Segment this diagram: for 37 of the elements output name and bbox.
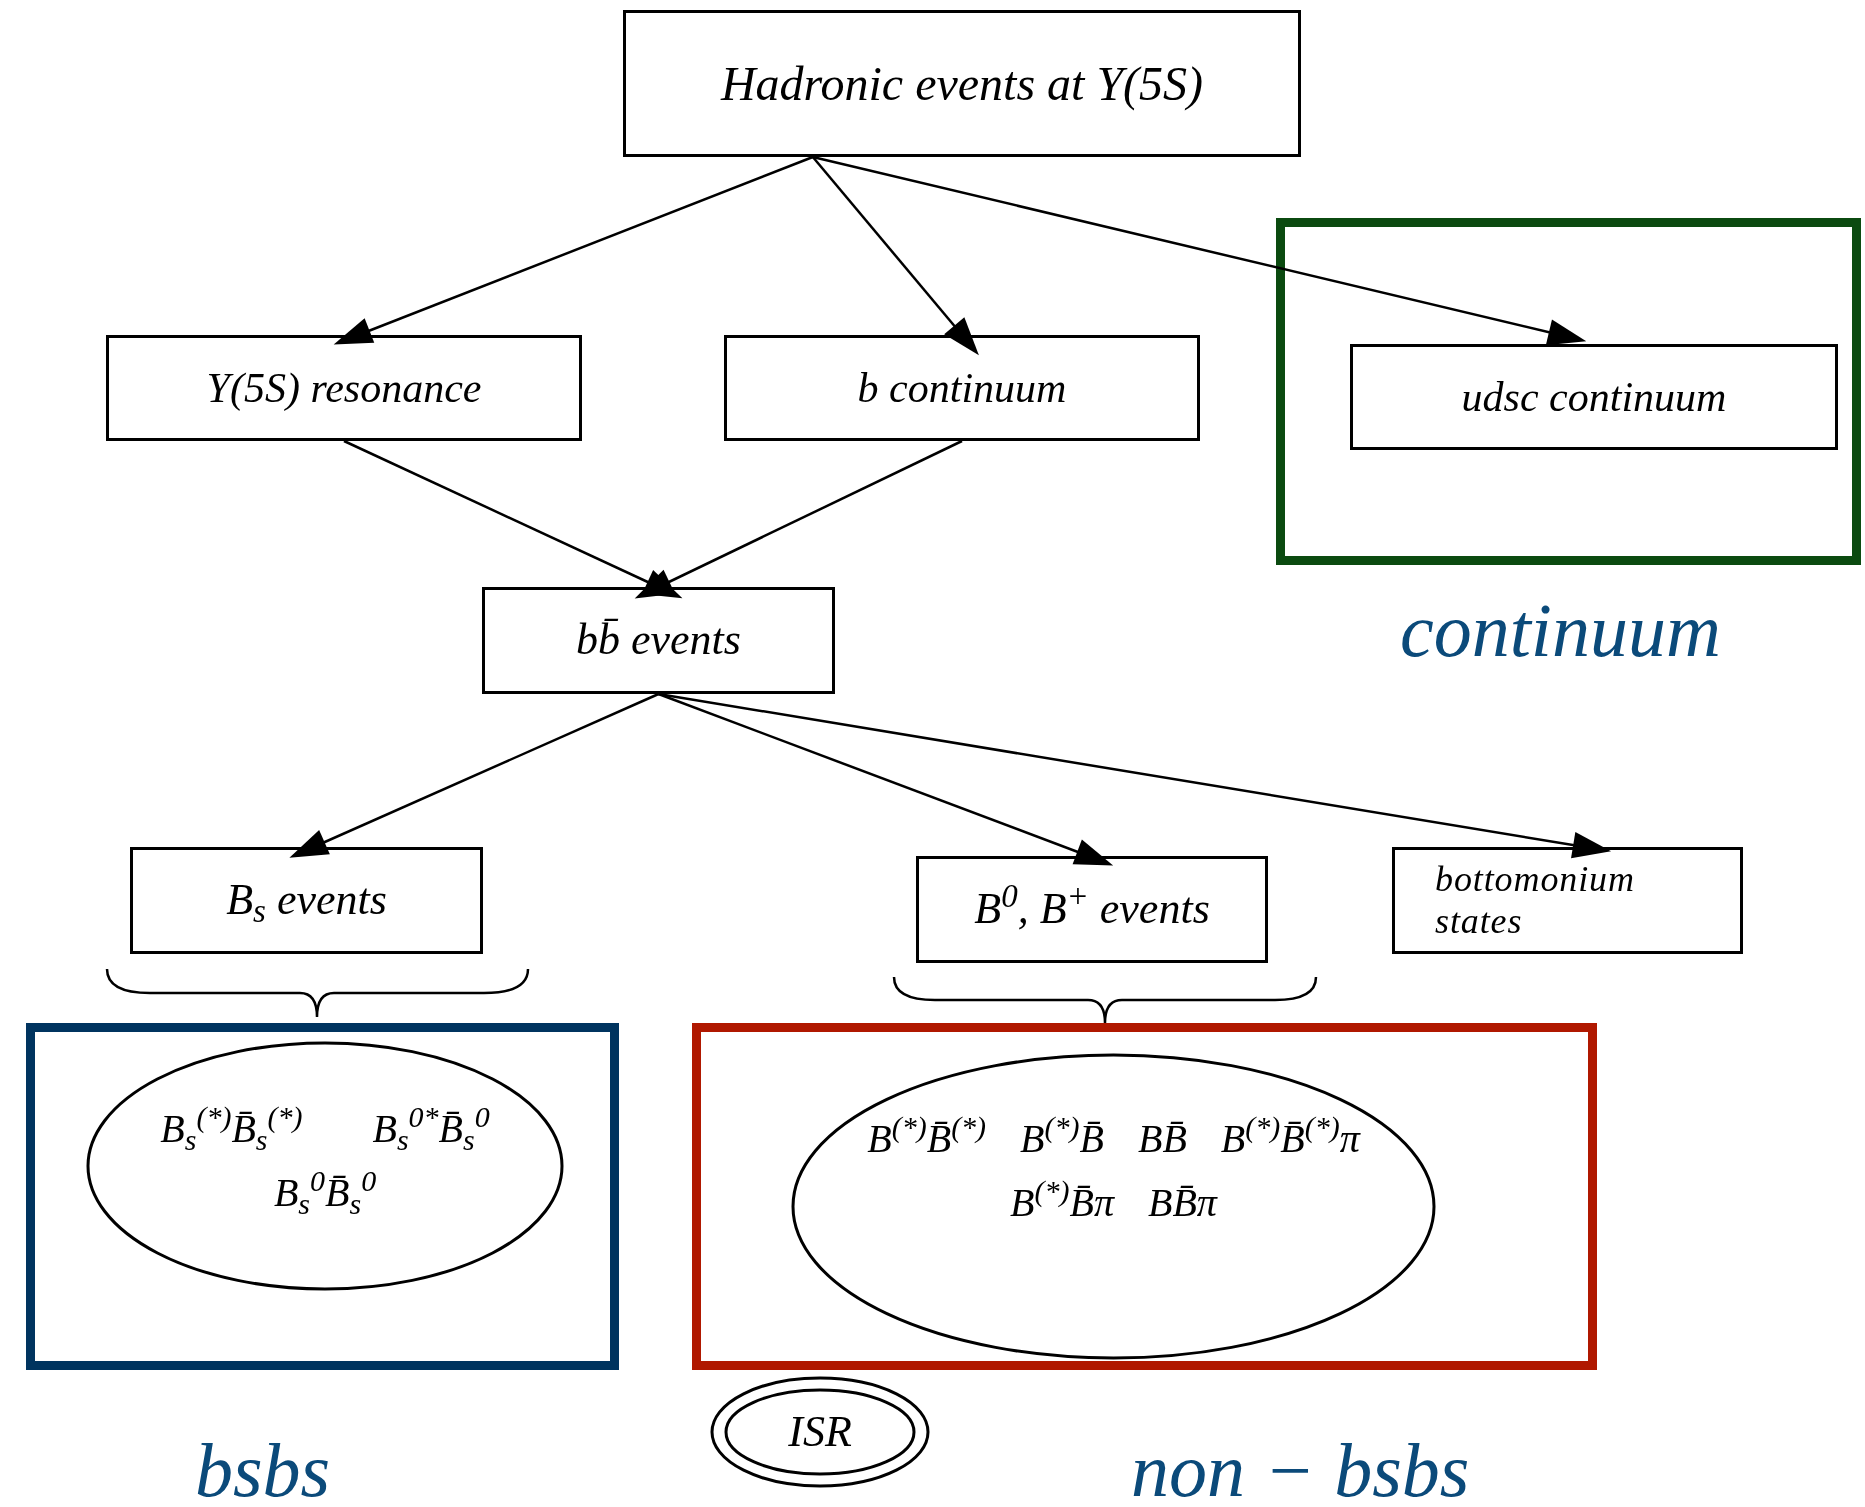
process-box	[1392, 847, 1743, 954]
node-text: BB̄π	[1148, 1179, 1217, 1227]
process-box	[130, 847, 483, 954]
node-text: BB̄	[1137, 1115, 1187, 1163]
process-box	[916, 856, 1268, 963]
arrow	[658, 692, 1612, 859]
arrow	[811, 156, 979, 356]
group-label: non − bsbs	[1131, 1432, 1470, 1507]
arrow	[812, 155, 1587, 346]
group-label: bsbs	[195, 1432, 331, 1507]
node-text: B$^{(*)}$B̄	[1020, 1109, 1104, 1163]
node-text: bottomonium states	[1435, 859, 1635, 941]
state-ellipse	[791, 1053, 1436, 1360]
node-text: Υ(5S) resonance	[206, 364, 482, 411]
node-text: B$^{0}$, B$^{+}$ events	[974, 884, 1210, 934]
arrow	[333, 155, 814, 345]
process-box	[1350, 344, 1838, 450]
arrow	[634, 439, 963, 599]
process-box	[482, 587, 835, 694]
process-box	[724, 335, 1200, 441]
node-text: udsc continuum	[1461, 373, 1727, 420]
node-text: b continuum	[857, 364, 1067, 411]
process-box	[623, 10, 1301, 157]
group-label: continuum	[1400, 592, 1721, 668]
node-text: ISR	[788, 1406, 852, 1458]
arrow	[658, 692, 1114, 866]
node-text: B$^{(*)}$B̄$^{(*)}$π	[1220, 1109, 1360, 1163]
state-ellipse	[86, 1041, 564, 1291]
node-text: B$^{(*)}$B̄$^{(*)}$	[867, 1109, 987, 1163]
node-text: bb̄ events	[576, 615, 741, 665]
process-box	[106, 335, 582, 441]
node-text: B$_{s}$ events	[226, 875, 387, 925]
arrow	[289, 692, 659, 858]
node-text: Hadronic events at Υ(5S)	[720, 56, 1204, 110]
double-ellipse	[710, 1376, 930, 1488]
arrow	[343, 439, 683, 599]
node-text: B$^{(*)}$B̄π	[1010, 1173, 1114, 1227]
